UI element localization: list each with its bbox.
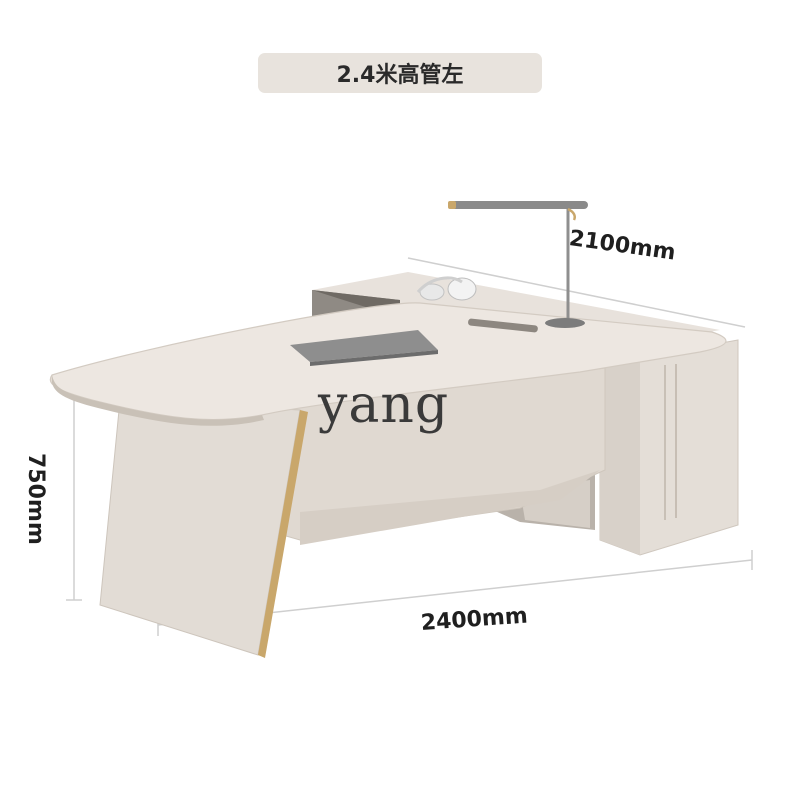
desk-lamp	[448, 201, 588, 328]
watermark-text: yang	[318, 375, 450, 435]
side-cabinet	[599, 339, 739, 556]
desk-top	[49, 302, 727, 426]
slanted-leg	[99, 399, 308, 658]
depth-dimension-line	[407, 257, 746, 328]
laptop	[290, 330, 438, 366]
product-variant-label: 2.4米高管左	[258, 53, 542, 93]
height-dimension-label: 750mm	[23, 453, 48, 545]
headphones	[416, 276, 477, 301]
